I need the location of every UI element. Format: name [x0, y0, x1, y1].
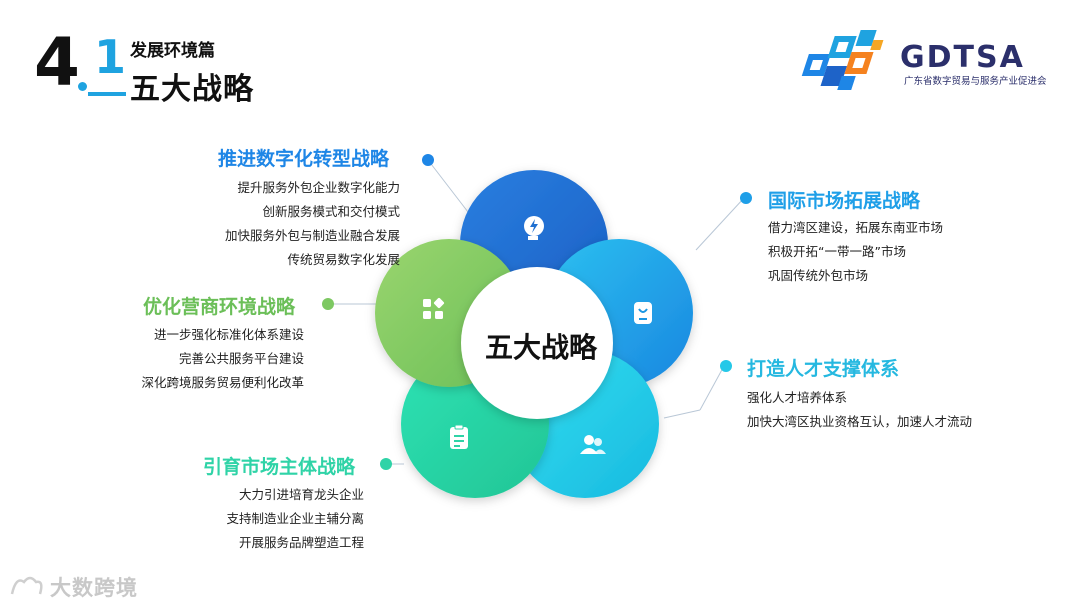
strategy-item: 进一步强化标准化体系建设 — [153, 327, 304, 342]
strategy-item: 支持制造业企业主辅分离 — [226, 511, 364, 526]
connector-line — [663, 409, 701, 419]
marker-dot — [720, 360, 732, 372]
logo-tagline: 广东省数字贸易与服务产业促进会 — [904, 76, 1047, 87]
section-underline — [88, 92, 126, 96]
strategy-item: 加快服务外包与制造业融合发展 — [224, 228, 400, 243]
strategy-title: 国际市场拓展战略 — [768, 190, 921, 212]
center-circle — [461, 267, 613, 419]
logo-name: GDTSA — [900, 40, 1025, 75]
strategy-item: 完善公共服务平台建设 — [178, 351, 304, 366]
section-major-number: 4 — [34, 24, 80, 101]
connector-line — [427, 159, 469, 213]
gdtsa-logo-icon — [801, 30, 884, 90]
marker-dot — [380, 458, 392, 470]
bag-icon — [634, 302, 652, 324]
strategy-item: 开展服务品牌塑造工程 — [238, 535, 364, 550]
strategy-item: 大力引进培育龙头企业 — [238, 487, 364, 502]
marker-dot — [740, 192, 752, 204]
page-title: 五大战略 — [130, 72, 254, 107]
apps-grid-icon — [423, 297, 445, 319]
section-subtitle: 发展环境篇 — [130, 41, 215, 61]
connector-line — [699, 365, 725, 411]
strategy-item: 创新服务模式和交付模式 — [262, 204, 400, 219]
strategy-items: 大力引进培育龙头企业 支持制造业企业主辅分离 开展服务品牌塑造工程 — [164, 483, 364, 555]
center-title: 五大战略 — [485, 331, 598, 364]
strategy-items: 进一步强化标准化体系建设 完善公共服务平台建设 深化跨境服务贸易便利化改革 — [104, 323, 304, 395]
strategy-item: 积极开拓“一带一路”市场 — [768, 244, 906, 259]
strategy-title: 优化营商环境战略 — [143, 296, 296, 318]
brain-bolt-icon — [524, 216, 544, 240]
strategy-items: 借力湾区建设，拓展东南亚市场 积极开拓“一带一路”市场 巩固传统外包市场 — [768, 216, 943, 288]
watermark-text: 大数跨境 — [50, 576, 138, 600]
clipboard-icon — [450, 424, 468, 449]
strategy-title: 引育市场主体战略 — [203, 456, 356, 478]
strategy-item: 巩固传统外包市场 — [768, 268, 869, 283]
strategy-title: 推进数字化转型战略 — [218, 148, 390, 170]
strategy-title: 打造人才支撑体系 — [747, 358, 900, 380]
users-icon — [580, 435, 606, 454]
section-minor-number: 1 — [94, 30, 127, 84]
marker-dot — [422, 154, 434, 166]
section-dot — [78, 82, 87, 91]
strategy-item: 提升服务外包企业数字化能力 — [237, 180, 400, 195]
strategy-item: 传统贸易数字化发展 — [287, 252, 400, 267]
connector-line — [695, 197, 745, 251]
marker-dot — [322, 298, 334, 310]
watermark-logo-icon — [10, 576, 43, 595]
strategy-item: 深化跨境服务贸易便利化改革 — [141, 375, 304, 390]
strategy-items: 提升服务外包企业数字化能力 创新服务模式和交付模式 加快服务外包与制造业融合发展… — [200, 176, 400, 272]
strategy-item: 借力湾区建设，拓展东南亚市场 — [768, 220, 944, 235]
strategy-item: 强化人才培养体系 — [747, 390, 848, 405]
strategy-items: 强化人才培养体系 加快大湾区执业资格互认，加速人才流动 — [747, 386, 972, 434]
strategy-item: 加快大湾区执业资格互认，加速人才流动 — [747, 414, 973, 429]
